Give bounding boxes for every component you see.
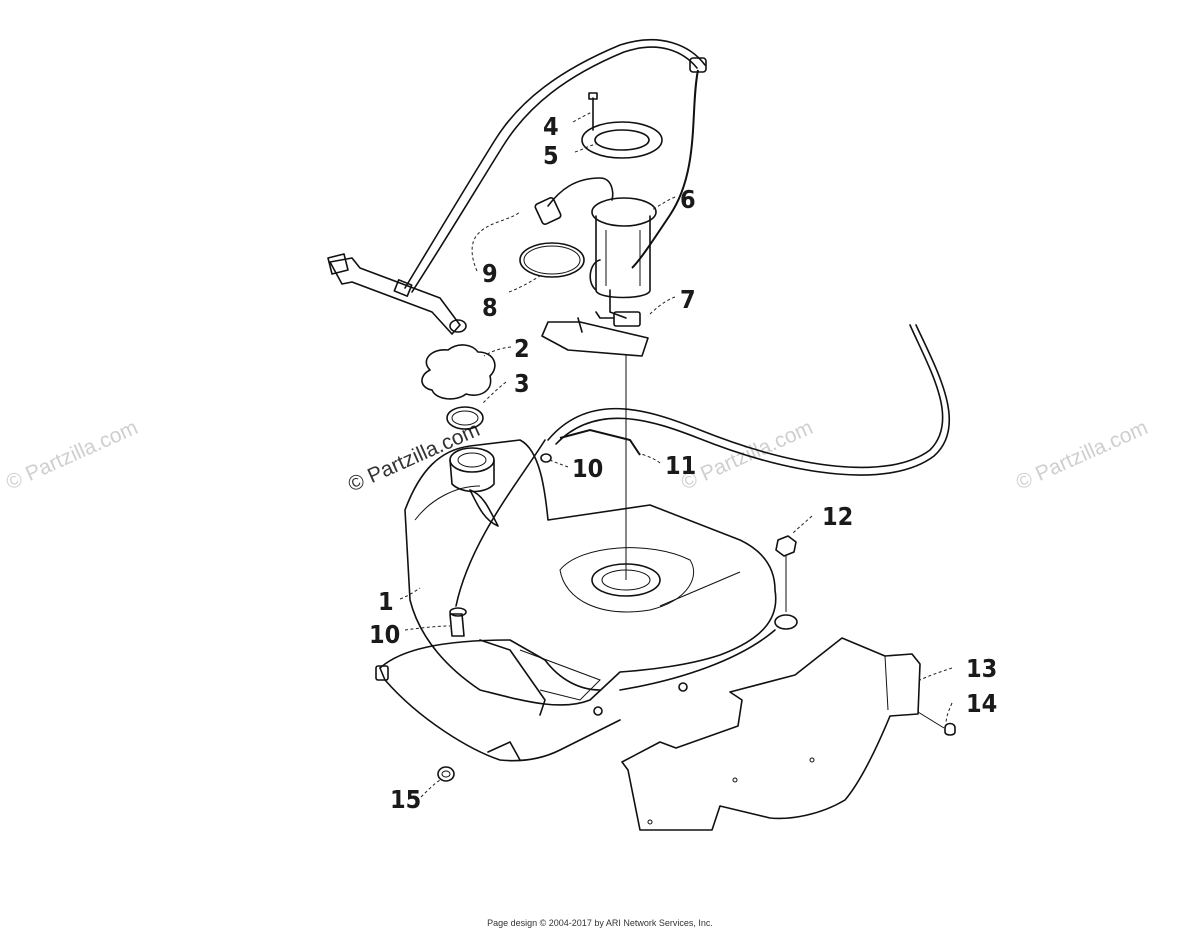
grommet-10-lower	[449, 607, 467, 637]
callout-6: 6	[680, 185, 696, 214]
callout-3: 3	[514, 369, 530, 398]
callout-4: 4	[543, 112, 559, 141]
gasket-8	[519, 242, 585, 278]
cap-gasket-3	[446, 406, 484, 430]
leader-lines	[399, 111, 953, 798]
callout-7: 7	[680, 285, 696, 314]
callout-10-upper: 10	[572, 454, 603, 483]
callouts: 1 2 3 4 5 6 7 8 9 10 10 11 12 13 14 15	[369, 112, 997, 814]
callout-14: 14	[966, 689, 997, 718]
watermark-left: © Partzilla.com	[3, 416, 142, 495]
callout-11: 11	[665, 451, 696, 480]
callout-12: 12	[822, 502, 853, 531]
copyright-footer: Page design © 2004-2017 by ARI Network S…	[487, 918, 713, 928]
watermark-main: © Partzilla.com	[345, 418, 484, 497]
callout-13: 13	[966, 654, 997, 683]
screw-4	[588, 92, 598, 131]
watermark-right: © Partzilla.com	[1013, 416, 1152, 495]
fuel-pump-6	[534, 177, 657, 327]
grommet-10-upper	[540, 453, 552, 463]
bolt-12	[774, 535, 798, 630]
callout-8: 8	[482, 293, 498, 322]
callout-2: 2	[514, 334, 530, 363]
callout-1: 1	[378, 587, 394, 616]
callout-10-lower: 10	[369, 620, 400, 649]
nut-15	[437, 766, 455, 782]
callout-15: 15	[390, 785, 421, 814]
fuel-tank-1	[375, 439, 777, 762]
callout-9: 9	[482, 259, 498, 288]
bolt-14	[917, 711, 956, 736]
filter-7	[541, 317, 649, 357]
fuel-cap-2	[421, 344, 496, 400]
hose-11	[547, 324, 951, 476]
callout-5: 5	[543, 141, 559, 170]
shield-13	[621, 637, 921, 831]
hose-clamp-top	[689, 57, 707, 73]
retainer-ring-5	[581, 121, 663, 159]
vent-hose-9	[327, 39, 707, 335]
